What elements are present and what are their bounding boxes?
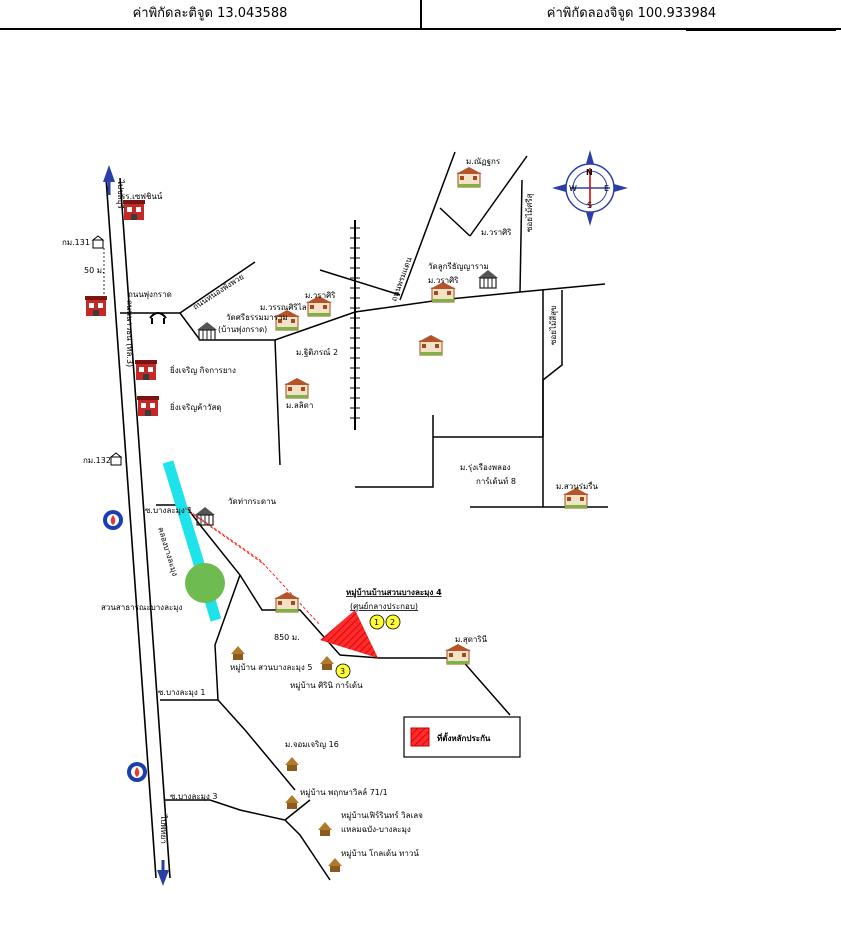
- m-warasiri-3-label: ม.วราศิริ: [428, 276, 459, 285]
- m-lalida-label: ม.ลลิดา: [286, 401, 313, 410]
- km132-label: กม.132: [83, 456, 111, 465]
- village-icon: [455, 166, 483, 188]
- km-post-icon-2: [110, 452, 122, 466]
- gas-station-icon: [103, 510, 123, 530]
- shop1-label: ยิ่งเจริญ กิจการยาง: [170, 364, 236, 375]
- temple-icon-2: [477, 269, 499, 289]
- to-pattaya-label: ไปพัทยา: [159, 814, 168, 844]
- main-highway: [103, 165, 171, 886]
- lake: [185, 563, 225, 603]
- collateral-site: [320, 610, 378, 658]
- distance-50m-label: 50 ม.: [84, 266, 105, 275]
- marker-1-label: 1: [374, 618, 379, 627]
- vil-sirinthorn-label: หมู่บ้านเฟิร์รินทร์ วิลเลจ: [341, 810, 423, 821]
- m-thitiphon-label: ม.ฐิติภรณ์ 2: [296, 347, 338, 357]
- soi-bang-lamung3-label: ซ.บางละมุง 3: [170, 792, 217, 801]
- m-warnsiri-label: ม.วรรณศิริไล: [260, 303, 307, 312]
- road-nong-pho-label: ถนนหนองพังพวย: [191, 272, 245, 312]
- compass-icon: [552, 150, 628, 226]
- gate-icon: [149, 312, 167, 324]
- km-post-icon: [92, 235, 104, 249]
- hut-icon: [231, 646, 245, 660]
- m-manuchet-label: ม.ณัฏฐกร: [466, 157, 501, 166]
- hut-icon-2: [320, 656, 334, 670]
- flag-building-icon: [85, 296, 107, 316]
- marker-2: [385, 614, 401, 630]
- hospital-icon: [123, 200, 145, 220]
- hut-icon-6: [328, 858, 342, 872]
- m-warasiri-2-label: ม.วราศิริ: [481, 228, 512, 237]
- compass-s-label: S: [587, 201, 592, 210]
- header-underline: [686, 30, 836, 31]
- village-icon-8: [444, 643, 472, 665]
- village-icon-6: [283, 377, 311, 399]
- hut-icon-5: [318, 822, 332, 836]
- hut-icon-4: [285, 795, 299, 809]
- shop2-label: ยิ่งเจริญค้าวัสดุ: [170, 401, 222, 412]
- village-icon-4: [429, 281, 457, 303]
- soi-bang-lamung1b-label: ซ.บางละมุง 1: [158, 688, 205, 697]
- m-suan-rom-label: ม.สวนร่มรื่น: [556, 480, 599, 491]
- village-icon-9: [562, 487, 590, 509]
- legend-label: ที่ตั้งหลักประกัน: [437, 732, 491, 743]
- project-sub-label: (ศูนย์กลางประกอบ): [350, 601, 418, 612]
- vil-sirinthorn2-label: แหลมฉบัง-บางละมุง: [341, 825, 411, 834]
- distance-850m-label: 850 ม.: [274, 633, 300, 642]
- legend: [403, 716, 521, 758]
- marker-1: [369, 614, 385, 630]
- compass-e-label: E: [604, 184, 609, 193]
- longitude-label: ค่าพิกัดลองจิจูด 100.933984: [546, 6, 717, 21]
- hospital-label: รร.เซฟชินน์: [121, 191, 163, 201]
- soi-mai-srib-label: ซอยไม้ศรีสุ: [525, 193, 534, 232]
- marker-3: [335, 663, 351, 679]
- header-divider: [420, 0, 422, 28]
- public-park-label: สวนสาธารณะบางละมุง: [101, 603, 183, 612]
- m-rung-ruang-label: ม.รุ่งเรืองพลอง: [460, 463, 511, 472]
- soi-mai-si-label: ซอยไม้สีสุข: [549, 306, 558, 345]
- shop-icon: [135, 360, 157, 380]
- vil-siri-label: หมู่บ้าน ศิรินิ การ์เด้น: [290, 680, 363, 691]
- railway: [350, 220, 360, 430]
- shop-icon-2: [137, 396, 159, 416]
- coordinate-header: ค่าพิกัดละติจูด 13.043588 ค่าพิกัดลองจิจ…: [0, 0, 841, 30]
- compass-w-label: W: [569, 184, 577, 193]
- marker-3-label: 3: [340, 667, 345, 676]
- gas-station-icon-2: [127, 762, 147, 782]
- wat-sri-thamma-label: วัดศรีธรรมมาราม: [226, 313, 288, 322]
- km131-label: กม.131: [62, 238, 90, 247]
- m-warasiri-label: ม.วราศิริ: [305, 291, 336, 300]
- ban-phu-thakrat-label: (บ้านพุ่งกราด): [218, 325, 267, 334]
- road-phu-thakrat-label: ถนนพุ่งกราด: [128, 290, 172, 299]
- compass-n-label: N: [586, 168, 593, 177]
- project-name-label: หมู่บ้านบ้านสวนบางละมุง 4: [346, 587, 442, 598]
- vil-golden-label: หมู่บ้าน โกลเด้น ทาวน์: [341, 848, 419, 859]
- latitude-label: ค่าพิกัดละติจูด 13.043588: [132, 6, 288, 21]
- marker-2-label: 2: [390, 618, 395, 627]
- vil-phruksa-label: หมู่บ้าน พฤกษาวิลล์ 71/1: [300, 787, 388, 798]
- village-icon-7: [273, 591, 301, 613]
- main-road-label: ถนนนาวธน (ทล.3): [125, 300, 134, 367]
- vil-suan5-label: หมู่บ้าน สวนบางละมุง 5: [230, 663, 312, 673]
- m-chaloem16-label: ม.จอมเจริญ 16: [285, 740, 339, 749]
- soi-bang-lamung1-label: ซ.บางละมุง 1: [145, 506, 192, 515]
- temple-icon: [196, 321, 218, 341]
- village-icon-5: [417, 334, 445, 356]
- road-network: [120, 151, 608, 881]
- wat-tha-kradan-label: วัดท่ากระดาน: [228, 497, 277, 506]
- hut-icon-3: [285, 757, 299, 771]
- m-sudarin-label: ม.สุดารินี: [455, 635, 488, 644]
- wat-luk-si-label: วัดลูกรีธัญญาราม: [428, 262, 489, 272]
- canal-label: คลองบางละมุง: [156, 526, 179, 577]
- garden8-label: การ์เด้นท์ 8: [476, 476, 516, 486]
- to-chonburi-label: ไปชลบุรี: [116, 179, 125, 210]
